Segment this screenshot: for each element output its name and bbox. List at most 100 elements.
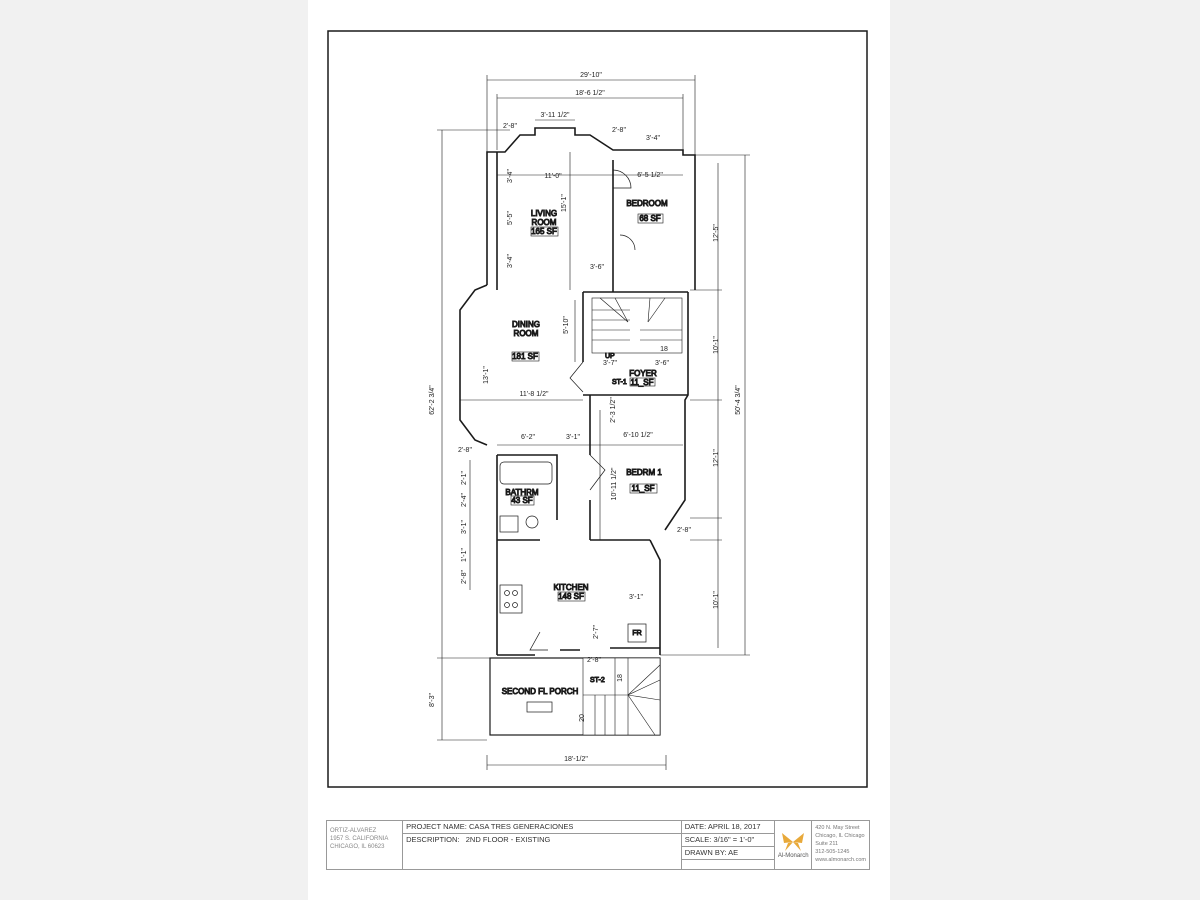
description-label: DESCRIPTION: <box>406 835 460 844</box>
dim-text: 2'-8" <box>587 657 601 664</box>
dim-text: 3'-1" <box>629 594 643 601</box>
dim-text: 18 <box>660 346 668 353</box>
dim-text: 10'-1" <box>713 336 720 354</box>
dim-text: 15'-1" <box>561 194 568 212</box>
kitchen-area: 148 SF <box>558 592 584 601</box>
dim-text: 12'-1" <box>713 449 720 467</box>
description: 2ND FLOOR - EXISTING <box>465 835 551 844</box>
dim-text: 3'-7" <box>603 360 617 367</box>
dim-text: 62'-2 3/4" <box>429 385 436 415</box>
dim-text: 2'-4" <box>461 493 468 507</box>
address-line: Suite 211 <box>815 841 839 847</box>
foyer-area: 11_SF <box>631 378 654 387</box>
dim-text: 6'-10 1/2" <box>623 432 653 439</box>
dim-text: 29'-10" <box>580 72 602 79</box>
bedrm1-area: 11_SF <box>632 484 655 493</box>
dim-text: 5'-5" <box>507 211 514 225</box>
toilet <box>525 515 539 529</box>
fridge <box>627 623 647 643</box>
dim-text: 1'-1" <box>461 548 468 562</box>
bathtub <box>499 461 553 485</box>
title-block: ORTIZ-ALVAREZ 1957 S. CALIFORNIA CHICAGO… <box>326 820 870 870</box>
kitchen-label: KITCHEN <box>553 583 588 592</box>
dimension-labels: 29'-10" 18'-6 1/2" 3'-11 1/2" 2'-8" 2'-8… <box>429 72 742 763</box>
drawing-sheet <box>308 0 890 900</box>
dim-text: 13'-1" <box>483 366 490 384</box>
dim-text: 20 <box>579 714 586 722</box>
firm-name: Al-Monarch <box>777 853 809 859</box>
date: DATE: APRIL 18, 2017 <box>681 821 775 834</box>
fixtures <box>499 169 647 713</box>
dim-text: 50'-4 3/4" <box>735 385 742 415</box>
dim-text: 2'-8" <box>458 447 472 454</box>
butterfly-icon <box>782 833 805 851</box>
dim-text: 8'-3" <box>429 693 436 707</box>
dim-text: 3'-6" <box>655 360 669 367</box>
dim-text: 3'-6" <box>590 264 604 271</box>
client-city: CHICAGO, IL 60623 <box>330 844 385 850</box>
living-room-area: 165 SF <box>531 227 557 236</box>
dim-text: 2'-8" <box>612 127 626 134</box>
porch-label: SECOND FL PORCH <box>502 687 579 696</box>
bedrm1-label: BEDRM 1 <box>626 468 662 477</box>
dim-text: 11'-8 1/2" <box>520 391 550 398</box>
dim-text: 3'-1" <box>461 520 468 534</box>
dim-text: 2'-3 1/2" <box>610 397 617 423</box>
bath-label: BATHRM <box>505 488 539 497</box>
dining-room-area: 181 SF <box>512 352 538 361</box>
stair-1-label: ST-1 <box>612 379 627 386</box>
dim-text: 12'-5" <box>713 224 720 242</box>
fridge-label: FR <box>632 630 641 637</box>
dim-text: 6'-2" <box>521 434 535 441</box>
walls <box>459 127 696 736</box>
address-line: Chicago, IL Chicago <box>815 833 865 839</box>
dim-text: 11'-0" <box>544 173 562 180</box>
dim-text: 3'-4" <box>507 254 514 268</box>
dim-text: 3'-1" <box>566 434 580 441</box>
dining-room-label: DINING <box>512 320 540 329</box>
dim-text: 3'-4" <box>646 135 660 142</box>
client-info: ORTIZ-ALVAREZ 1957 S. CALIFORNIA CHICAGO… <box>327 821 404 869</box>
dim-text: 3'-11 1/2" <box>541 112 571 119</box>
dim-text: 18'-6 1/2" <box>575 90 605 97</box>
dim-text: 2'-8" <box>503 123 517 130</box>
drawing-meta: DATE: APRIL 18, 2017 SCALE: 3/16" = 1'-0… <box>681 821 776 869</box>
drawn-by: DRAWN BY: AE <box>681 847 775 860</box>
porch-table <box>526 701 553 713</box>
address-line: 420 N. May Street <box>815 825 860 831</box>
bath-area: 43 SF <box>511 496 532 505</box>
living-room-label-2: ROOM <box>532 218 557 227</box>
project-info: PROJECT NAME: CASA TRES GENERACIONES DES… <box>403 821 682 869</box>
bedroom-area: 68 SF <box>639 214 660 223</box>
website: www.almonarch.com <box>815 857 866 863</box>
firm-address: 420 N. May Street Chicago, IL Chicago Su… <box>812 821 869 869</box>
dim-text: 2'-1" <box>461 471 468 485</box>
dim-text: 3'-4" <box>507 169 514 183</box>
dim-text: 2'-8" <box>677 527 691 534</box>
dim-text: 2'-7" <box>593 625 600 639</box>
dining-room-label-2: ROOM <box>514 329 539 338</box>
dimension-lines <box>437 75 750 770</box>
bedroom-label: BEDROOM <box>626 199 668 208</box>
room-labels: LIVING ROOM 165 SF BEDROOM 68 SF DINING … <box>501 199 668 697</box>
dim-text: 18'-1/2" <box>564 756 588 763</box>
project-name: CASA TRES GENERACIONES <box>468 822 574 831</box>
sheet-border <box>327 30 868 788</box>
dim-text: 6'-5 1/2" <box>637 172 663 179</box>
stairs <box>582 297 683 736</box>
client-address: 1957 S. CALIFORNIA <box>330 836 389 842</box>
scale: SCALE: 3/16" = 1'-0" <box>681 834 775 847</box>
dim-text: 18 <box>617 674 624 682</box>
dim-text: 5'-10" <box>563 316 570 334</box>
up-label: UP <box>605 353 615 360</box>
firm-logo: Al-Monarch <box>775 821 813 869</box>
living-room-label: LIVING <box>531 209 557 218</box>
foyer-label: FOYER <box>629 369 657 378</box>
stove <box>499 584 523 614</box>
dim-text: 10'-11 1/2" <box>611 467 618 500</box>
project-label: PROJECT NAME: <box>406 822 467 831</box>
client-name: ORTIZ-ALVAREZ <box>330 828 377 834</box>
sink <box>499 515 519 533</box>
stair-2-label: ST-2 <box>590 677 605 684</box>
